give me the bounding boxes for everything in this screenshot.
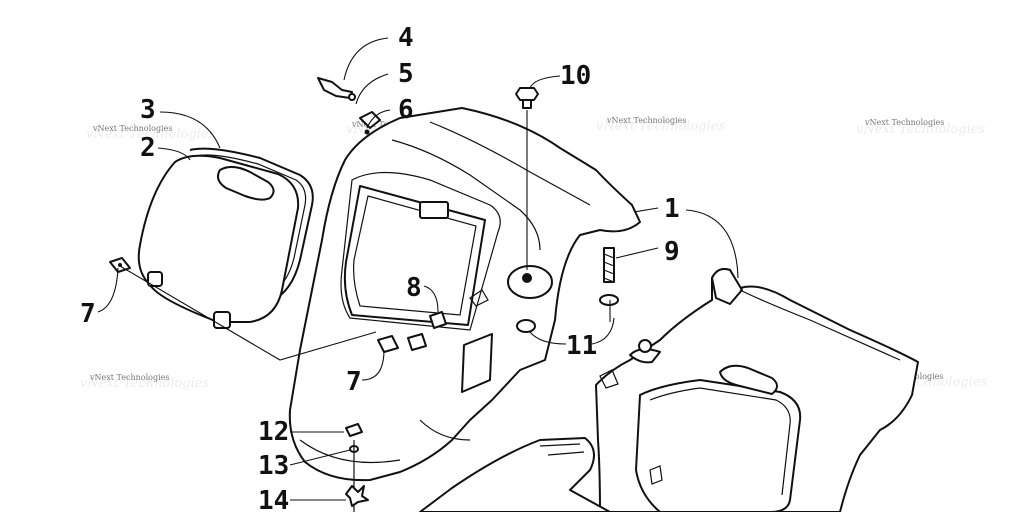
callout-9: 9 bbox=[664, 237, 680, 267]
washer-stack bbox=[345, 423, 369, 512]
watermark-1: vNext Technologies vNext Technologies bbox=[86, 124, 215, 142]
storage-lid bbox=[137, 154, 300, 329]
lower-panel bbox=[419, 437, 611, 512]
svg-text:vNext Technologies: vNext Technologies bbox=[856, 122, 985, 137]
callout-13: 13 bbox=[258, 451, 289, 481]
callout-2: 2 bbox=[140, 133, 156, 163]
callout-12: 12 bbox=[258, 417, 289, 447]
callout-5: 5 bbox=[398, 59, 414, 89]
svg-text:vNext Technologies: vNext Technologies bbox=[596, 119, 725, 134]
watermark-3: vNext Technologies vNext Technologies bbox=[596, 116, 725, 134]
hinge-clip-right bbox=[377, 333, 427, 353]
svg-text:vNext Technologies: vNext Technologies bbox=[89, 373, 169, 382]
assembled-storage-box bbox=[595, 268, 919, 512]
watermark-4: vNext Technologies vNext Technologies bbox=[856, 118, 985, 137]
front-storage-box bbox=[288, 107, 641, 482]
leader-lines bbox=[97, 37, 739, 501]
bolt bbox=[515, 87, 539, 270]
latch-clip bbox=[429, 311, 447, 329]
svg-text:vNext Technologies: vNext Technologies bbox=[606, 116, 686, 125]
svg-text:vNext Technologies: vNext Technologies bbox=[80, 376, 209, 391]
svg-text:vNext Technologies: vNext Technologies bbox=[86, 127, 215, 142]
callout-10: 10 bbox=[560, 61, 591, 91]
stud bbox=[599, 247, 619, 306]
svg-text:vNext Technologies: vNext Technologies bbox=[864, 118, 944, 127]
callout-7-left: 7 bbox=[80, 299, 96, 329]
callout-7-center: 7 bbox=[346, 367, 362, 397]
callout-4: 4 bbox=[398, 23, 414, 53]
callout-numbers: 4 5 6 3 2 7 7 8 10 1 9 11 12 13 14 bbox=[80, 23, 680, 512]
callout-1: 1 bbox=[664, 194, 680, 224]
grommet bbox=[516, 319, 536, 333]
callout-14: 14 bbox=[258, 486, 289, 512]
svg-text:vNext Technologies: vNext Technologies bbox=[92, 124, 172, 133]
callout-3: 3 bbox=[140, 95, 156, 125]
callout-8: 8 bbox=[406, 273, 422, 303]
latch-hardware bbox=[317, 77, 381, 135]
callout-11: 11 bbox=[566, 331, 597, 361]
callout-6: 6 bbox=[398, 95, 414, 125]
watermark-5: vNext Technologies vNext Technologies bbox=[80, 373, 209, 391]
